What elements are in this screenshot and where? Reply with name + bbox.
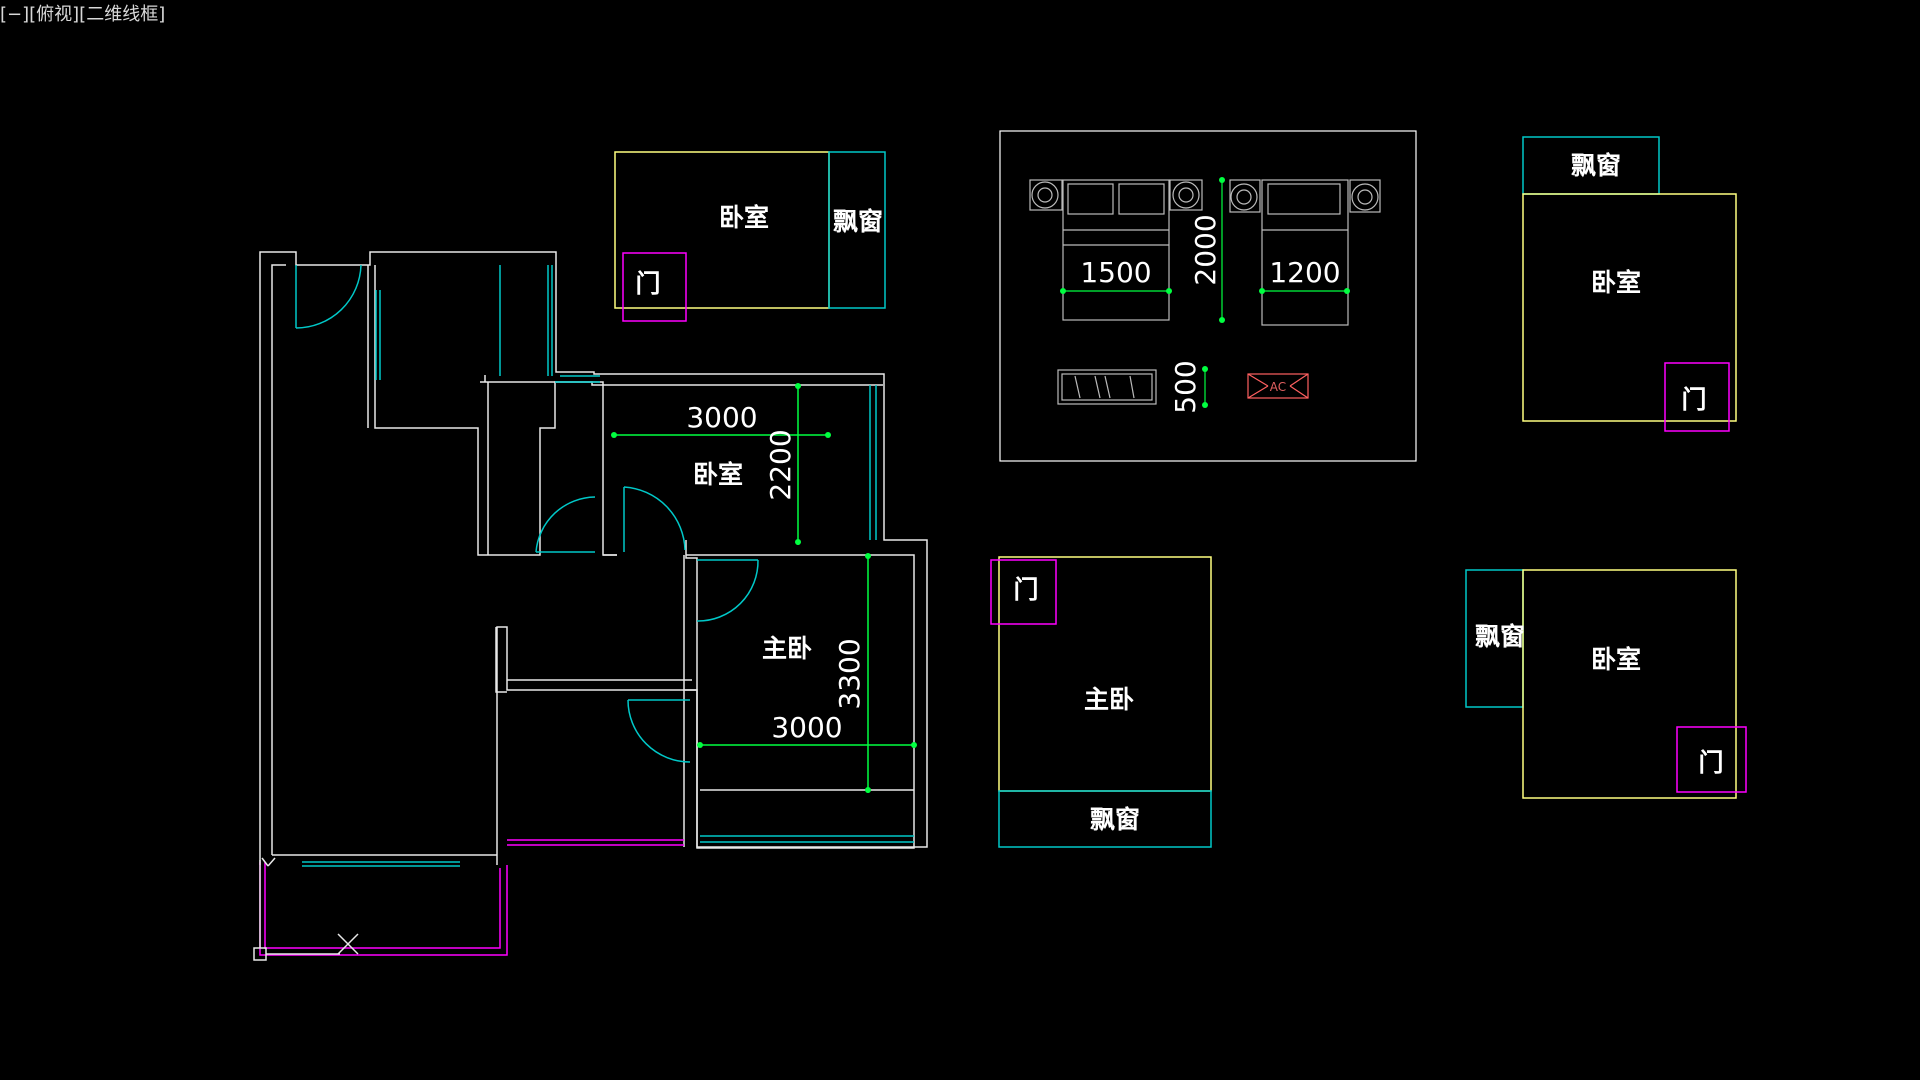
cursor-cross-icon	[337, 933, 359, 955]
dim-master-width: 3000	[771, 711, 842, 744]
dimension-ticks	[611, 383, 917, 793]
plan-windows	[302, 265, 914, 867]
label-bedroom: 卧室	[693, 460, 743, 489]
label-bay-window: 飘窗	[1475, 622, 1525, 651]
floor-plan: 3000 2200 卧室 3000 3300 主卧	[253, 251, 928, 961]
label-master-bedroom: 主卧	[762, 634, 812, 663]
bed-1200-icon	[1229, 179, 1381, 326]
block-bedroom-right-top: 飘窗 卧室 门	[1522, 136, 1737, 432]
dim-bed-small-width: 1200	[1269, 256, 1340, 289]
block-bedroom-top: 卧室 飘窗 门	[614, 151, 886, 322]
plan-balcony	[259, 839, 684, 956]
furniture-library: 1500 1200 2000 500 AC	[999, 130, 1417, 462]
label-bay-window: 飘窗	[1090, 805, 1140, 834]
label-door: 门	[1013, 575, 1038, 604]
label-bedroom: 卧室	[1591, 645, 1641, 674]
label-door: 门	[635, 269, 660, 298]
plan-wall	[271, 264, 286, 855]
label-door: 门	[1698, 748, 1723, 777]
dimension-ticks	[1060, 177, 1350, 408]
dim-bedroom-depth: 2200	[764, 429, 797, 500]
label-bedroom: 卧室	[719, 203, 769, 232]
label-master-bedroom: 主卧	[1084, 685, 1134, 714]
label-bay-window: 飘窗	[833, 207, 883, 236]
dim-wardrobe-depth: 500	[1169, 360, 1202, 413]
plan-wall	[374, 265, 617, 556]
dim-bedroom-width: 3000	[686, 401, 757, 434]
plan-doors	[295, 264, 759, 763]
dim-bed-length: 2000	[1189, 214, 1222, 285]
plan-dimensions	[612, 385, 915, 793]
label-bedroom: 卧室	[1591, 268, 1641, 297]
label-bay-window: 飘窗	[1571, 151, 1621, 180]
furniture-dimensions	[1061, 178, 1348, 406]
label-door: 门	[1681, 385, 1706, 414]
air-conditioner-icon	[1247, 373, 1309, 399]
plan-wall	[495, 627, 507, 693]
plan-wall	[685, 540, 915, 849]
dim-master-depth: 3300	[833, 638, 866, 709]
viewport-controls-label[interactable]: [−][俯视][二维线框]	[0, 4, 166, 25]
dim-bed-large-width: 1500	[1080, 256, 1151, 289]
ac-label: AC	[1270, 380, 1286, 394]
wardrobe-icon	[1057, 369, 1157, 405]
plan-wall	[480, 381, 883, 386]
block-master-bedroom: 主卧 飘窗 门	[990, 556, 1212, 848]
bed-1500-icon	[1029, 179, 1203, 321]
ucs-icon	[253, 857, 340, 961]
plan-wall	[259, 251, 928, 865]
block-bedroom-right-bottom: 飘窗 卧室 门	[1465, 569, 1747, 799]
